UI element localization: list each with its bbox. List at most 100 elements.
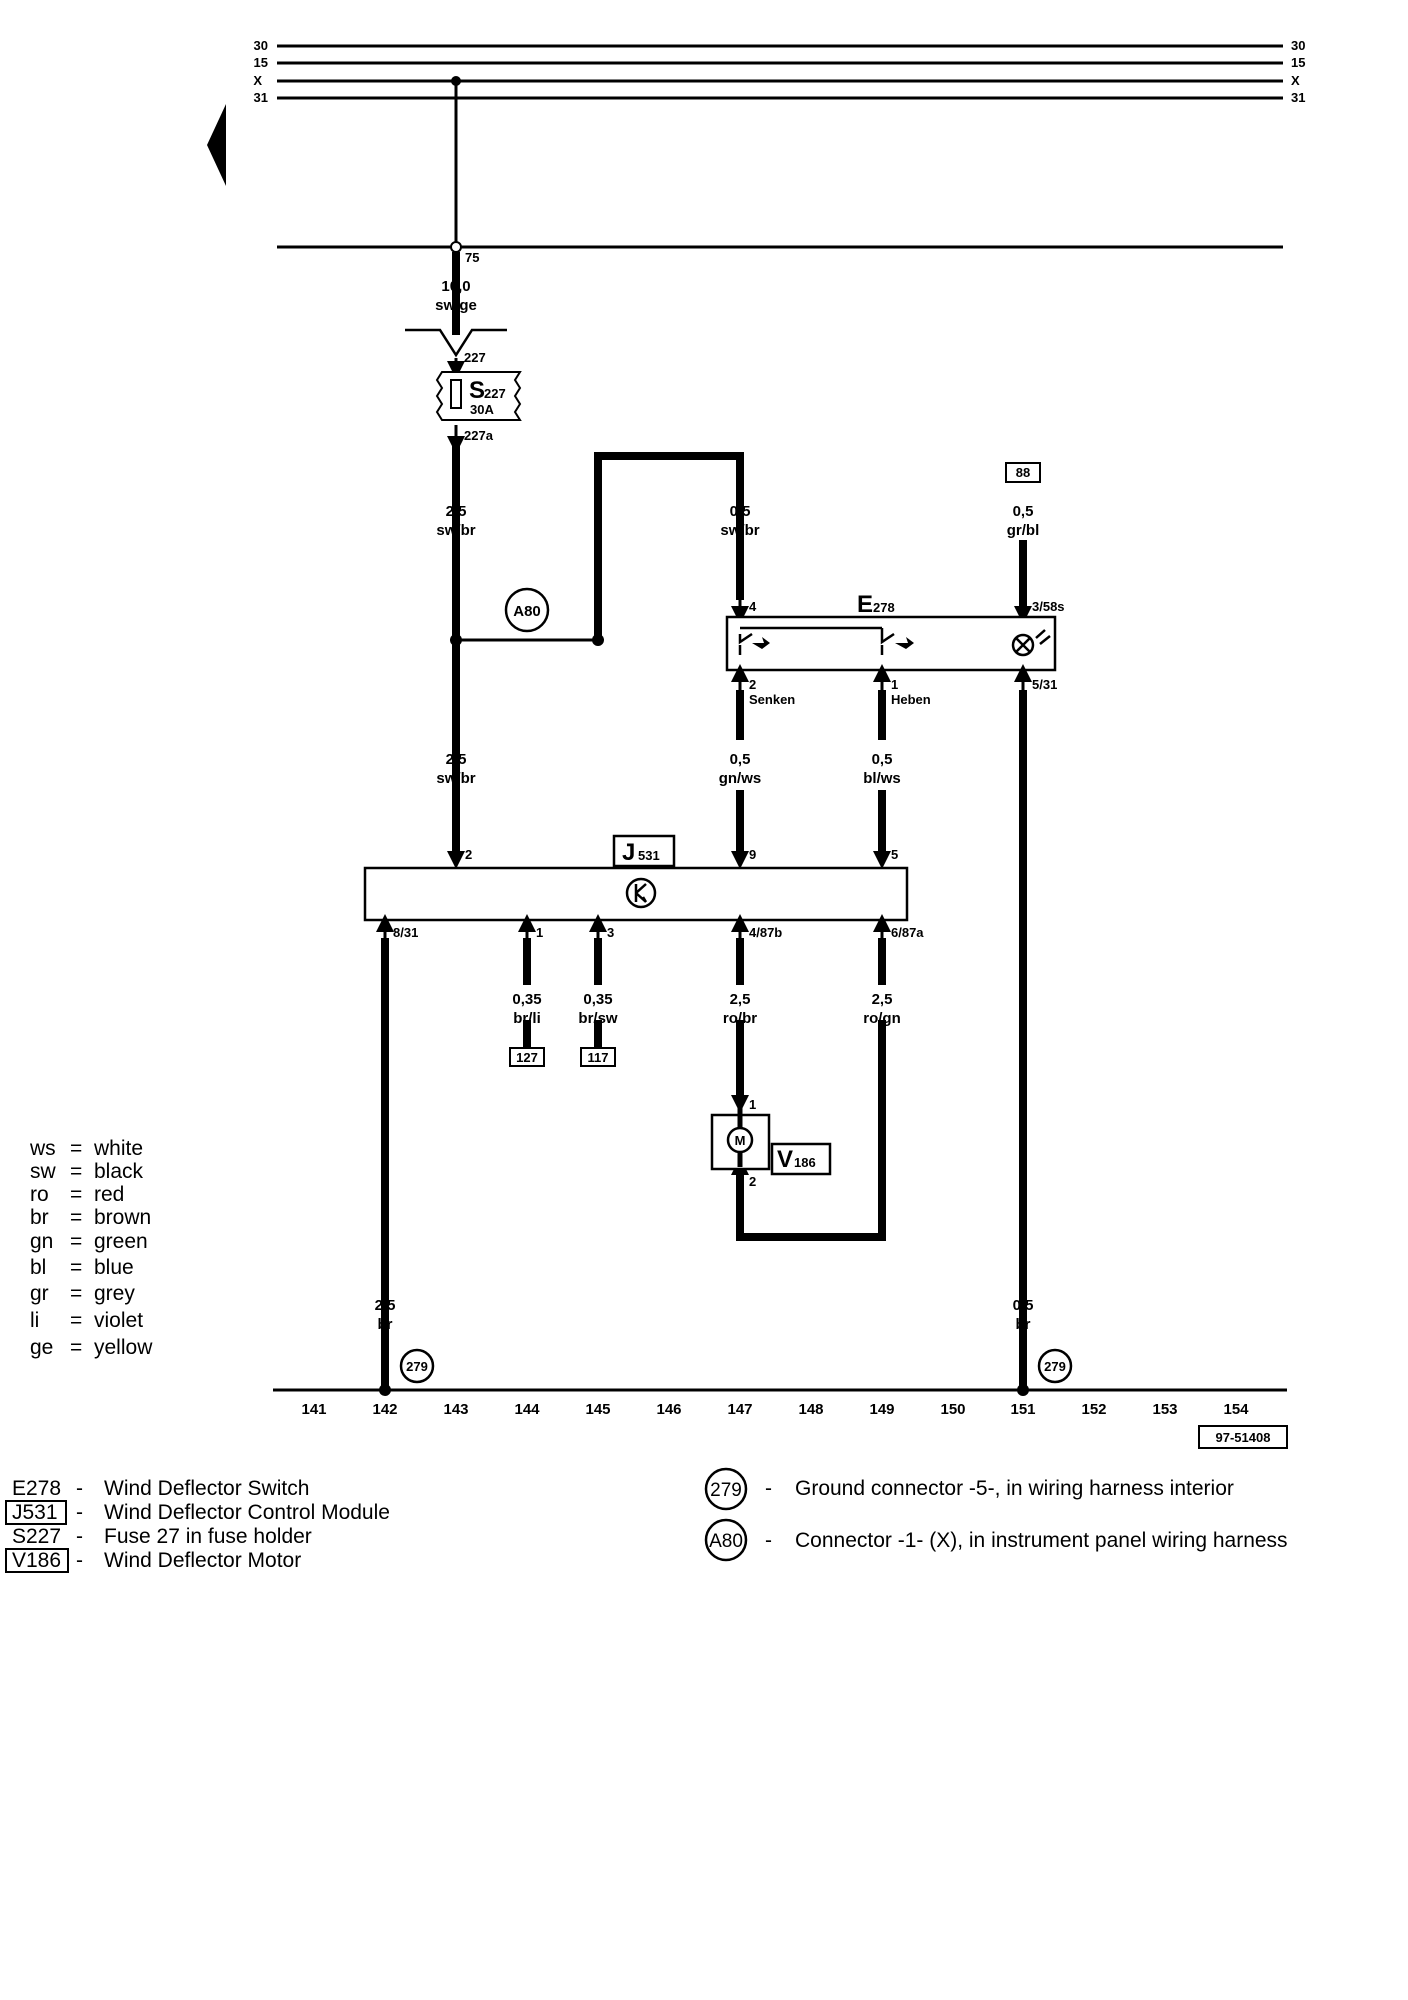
track-154: 154 <box>1223 1401 1249 1418</box>
legend-code-ge: ge <box>30 1336 53 1359</box>
ref-legend-dash-279: - <box>765 1477 772 1500</box>
legend-eq-sw: = <box>70 1160 82 1183</box>
comp-dash-s227: - <box>76 1525 83 1548</box>
pin-e278-2: 2 <box>749 677 756 692</box>
j531-electronics-icon <box>625 877 657 909</box>
legend-name-bl: blue <box>94 1256 134 1279</box>
ground-279-right-label: 279 <box>1044 1359 1066 1374</box>
ref-127: 127 <box>509 1047 545 1067</box>
wire-mid-147-size: 0,5 <box>730 751 751 768</box>
comp-desc-v186: Wind Deflector Motor <box>104 1549 301 1572</box>
legend-name-ro: red <box>94 1183 124 1206</box>
pin-j-1: 1 <box>536 925 543 940</box>
comp-desc-j531: Wind Deflector Control Module <box>104 1501 390 1524</box>
e278-switch: E 278 <box>725 591 1057 672</box>
legend-name-sw: black <box>94 1160 144 1183</box>
legend-eq-ws: = <box>70 1137 82 1160</box>
wire-ro-gn-size: 2,5 <box>872 991 893 1008</box>
a80-connector: A80 <box>504 587 550 633</box>
j531-sub: 531 <box>638 848 660 863</box>
comp-code-e278: E278 <box>12 1477 61 1500</box>
legend-name-li: violet <box>94 1309 143 1332</box>
legend-code-ro: ro <box>30 1183 49 1206</box>
j531-name: J <box>622 839 635 866</box>
legend-name-ws: white <box>93 1137 143 1160</box>
bus-label-30-left: 30 <box>254 38 268 53</box>
pin-m-2: 2 <box>749 1174 756 1189</box>
label-heben: Heben <box>891 692 931 707</box>
bus-label-x-right: X <box>1291 73 1300 88</box>
label-senken: Senken <box>749 692 795 707</box>
motor-symbol: M <box>735 1133 746 1148</box>
wire-br-sw-size: 0,35 <box>583 991 612 1008</box>
legend-code-bl: bl <box>30 1256 46 1279</box>
legend-eq-gr: = <box>70 1282 82 1305</box>
track-149: 149 <box>869 1401 894 1418</box>
component-legend: E278 - Wind Deflector Switch J531 - Wind… <box>5 1477 390 1573</box>
wire-gnd-left-size: 2,5 <box>375 1297 396 1314</box>
comp-dash-e278: - <box>76 1477 83 1500</box>
comp-desc-e278: Wind Deflector Switch <box>104 1477 309 1500</box>
comp-dash-v186: - <box>76 1549 83 1572</box>
legend-code-ws: ws <box>29 1137 56 1160</box>
legend-code-gr: gr <box>30 1282 49 1305</box>
comp-code-v186: V186 <box>12 1549 61 1572</box>
bus-label-30-right: 30 <box>1291 38 1305 53</box>
wire-ro-br-color: ro/br <box>723 1010 757 1027</box>
ref-88-label: 88 <box>1016 465 1030 480</box>
fuse-s227: S 227 30A <box>435 371 522 421</box>
fuse-name: S <box>469 377 485 404</box>
track-144: 144 <box>514 1401 540 1418</box>
j531-module: J 531 <box>363 834 909 922</box>
legend-code-gn: gn <box>30 1230 53 1253</box>
track-145: 145 <box>585 1401 610 1418</box>
legend-eq-ge: = <box>70 1336 82 1359</box>
wire-sw-ge-size: 10,0 <box>441 278 470 295</box>
track-152: 152 <box>1081 1401 1106 1418</box>
color-legend: ws = white sw = black ro = red br = brow… <box>29 1137 153 1359</box>
pin-j-6: 6/87a <box>891 925 924 940</box>
bus-label-15-right: 15 <box>1291 55 1305 70</box>
wire-sw-ge-color: sw/ge <box>435 297 477 314</box>
track-143: 143 <box>443 1401 468 1418</box>
track-146: 146 <box>656 1401 681 1418</box>
ref-legend-code-a80: A80 <box>709 1531 743 1552</box>
fuse-pin-in: 227 <box>464 350 486 365</box>
ref-legend-code-279: 279 <box>710 1480 742 1501</box>
pin-j-9: 9 <box>749 847 756 862</box>
v186-sub: 186 <box>794 1155 816 1170</box>
pin-e278-3: 3/58s <box>1032 599 1065 614</box>
wire-mid-147-color: gn/ws <box>719 770 762 787</box>
wire-br-li-color: br/li <box>513 1010 541 1027</box>
pin-j-5: 5 <box>891 847 898 862</box>
legend-code-br: br <box>30 1206 49 1229</box>
wire-top-mid-size: 0,5 <box>730 503 751 520</box>
ground-line <box>273 1384 1287 1396</box>
track-147: 147 <box>727 1401 752 1418</box>
wire-top-left-size: 2,5 <box>446 503 467 520</box>
diagram-code-label: 97-51408 <box>1216 1430 1271 1445</box>
pin-j-2: 2 <box>465 847 472 862</box>
bus-label-x-left: X <box>253 73 262 88</box>
track-148: 148 <box>798 1401 823 1418</box>
e278-sub: 278 <box>873 600 895 615</box>
ref-legend: 279 - Ground connector -5-, in wiring ha… <box>704 1467 1288 1562</box>
pin-75: 75 <box>465 250 479 265</box>
v186-name: V <box>777 1146 793 1173</box>
ground-279-left: 279 <box>399 1348 435 1384</box>
legend-eq-li: = <box>70 1309 82 1332</box>
wire-top-left-color: sw/br <box>436 522 475 539</box>
a80-loop <box>592 452 749 646</box>
page-back-arrow[interactable] <box>207 104 226 186</box>
ref-legend-desc-a80: Connector -1- (X), in instrument panel w… <box>795 1529 1288 1552</box>
legend-eq-ro: = <box>70 1183 82 1206</box>
track-150: 150 <box>940 1401 965 1418</box>
e278-name: E <box>857 591 873 618</box>
wire-gnd-right-size: 0,5 <box>1013 1297 1034 1314</box>
wire-mid-149-color: bl/ws <box>863 770 901 787</box>
wire-top-right-color: gr/bl <box>1007 522 1040 539</box>
bus-labels: 30 15 X 31 30 15 X 31 <box>253 38 1305 105</box>
a80-label: A80 <box>513 603 541 620</box>
track-151: 151 <box>1010 1401 1035 1418</box>
